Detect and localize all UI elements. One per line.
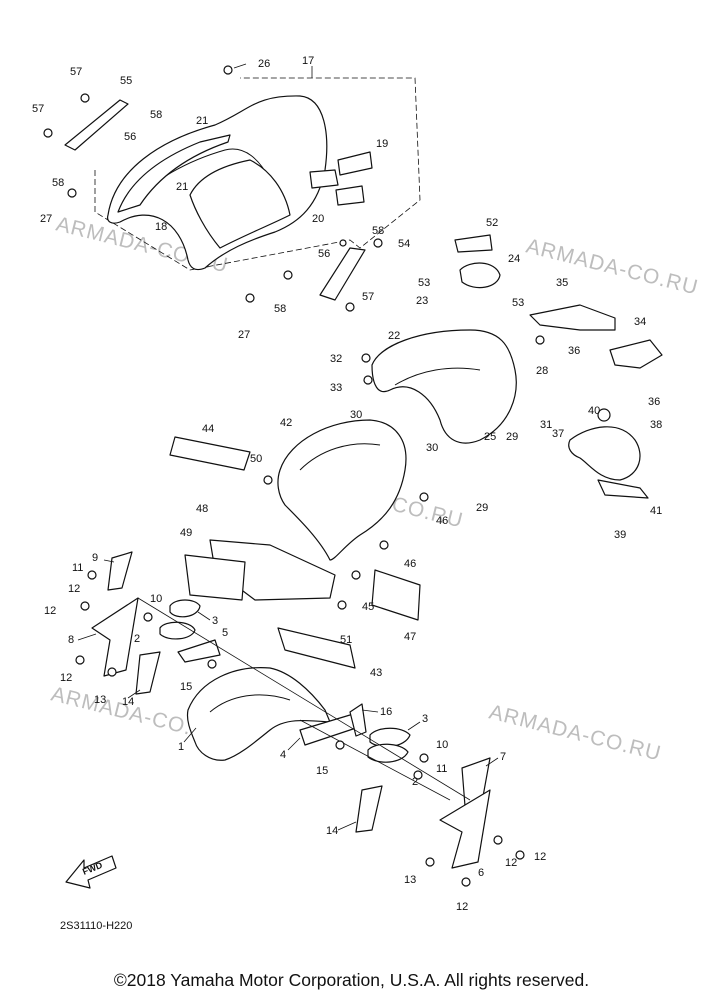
callout-label: 9 [92,552,98,564]
forward-arrow-icon: FWD [65,855,117,889]
callout-label: 45 [362,601,374,613]
callout-label: 20 [312,213,324,225]
callout-label: 40 [588,405,600,417]
callout-label: 34 [634,316,646,328]
callout-label: 41 [650,505,662,517]
callout-label: 27 [238,329,250,341]
callout-label: 12 [534,851,546,863]
callout-label: 22 [388,330,400,342]
callout-labels: 1 2 2 3 3 4 5 6 7 8 9 10 10 11 11 12 12 … [32,55,662,913]
callout-label: 47 [404,631,416,643]
callout-label: 24 [508,253,520,265]
callout-label: 56 [318,248,330,260]
copyright-notice: ©2018 Yamaha Motor Corporation, U.S.A. A… [113,970,590,990]
callout-label: 36 [568,345,580,357]
rear-fender-assembly [361,234,663,499]
callout-label: 43 [370,667,382,679]
callout-label: 58 [274,303,286,315]
callout-label: 32 [330,353,342,365]
callout-label: 57 [70,66,82,78]
callout-label: 39 [614,529,626,541]
watermark: ARMADA-CO.RU [487,701,664,766]
callout-label: 52 [486,217,498,229]
callout-label: 26 [258,58,270,70]
callout-label: 27 [40,213,52,225]
callout-label: 25 [484,431,496,443]
callout-label: 28 [536,365,548,377]
callout-label: 31 [540,419,552,431]
callout-label: 54 [398,238,410,250]
callout-label: 3 [212,615,218,627]
callout-label: 12 [44,605,56,617]
callout-label: 13 [404,874,416,886]
callout-label: 7 [500,751,506,763]
callout-label: 12 [60,672,72,684]
part-reference-code: 2S31110-H220 [60,920,132,932]
callout-label: 38 [650,419,662,431]
callout-label: 30 [350,409,362,421]
callout-label: 12 [505,857,517,869]
callout-label: 57 [362,291,374,303]
seat-assembly [43,65,421,312]
callout-label: 2 [412,776,418,788]
callout-label: 4 [280,749,286,761]
watermark: ARMADA-CO.RU [524,235,701,300]
callout-label: 23 [416,295,428,307]
callout-label: 46 [404,558,416,570]
callout-label: 2 [134,633,140,645]
callout-label: 19 [376,138,388,150]
callout-label: 14 [326,825,338,837]
callout-label: 58 [372,225,384,237]
callout-label: 42 [280,417,292,429]
callout-label: 56 [124,131,136,143]
callout-label: 8 [68,634,74,646]
callout-label: 35 [556,277,568,289]
callout-label: 15 [180,681,192,693]
callout-label: 15 [316,765,328,777]
callout-label: 33 [330,382,342,394]
callout-label: 44 [202,423,214,435]
callout-label: 55 [120,75,132,87]
inner-fender-assembly [169,419,429,669]
callout-label: 48 [196,503,208,515]
callout-label: 36 [648,396,660,408]
callout-label: 16 [380,706,392,718]
callout-label: 17 [302,55,314,67]
callout-label: 6 [478,867,484,879]
callout-label: 11 [72,562,83,574]
callout-label: 14 [122,696,134,708]
callout-label: 37 [552,428,564,440]
callout-label: 3 [422,713,428,725]
callout-label: 58 [52,177,64,189]
callout-label: 12 [456,901,468,913]
callout-label: 13 [94,694,106,706]
callout-label: 10 [436,739,448,751]
callout-label: 49 [180,527,192,539]
callout-label: 53 [418,277,430,289]
callout-label: 57 [32,103,44,115]
callout-label: 50 [250,453,262,465]
callout-label: 1 [178,741,184,753]
callout-label: 12 [68,583,80,595]
callout-label: 5 [222,627,228,639]
callout-label: 29 [476,502,488,514]
callout-label: 29 [506,431,518,443]
front-fender-assembly [75,551,525,887]
callout-label: 53 [512,297,524,309]
callout-label: 46 [436,515,448,527]
callout-label: 11 [436,763,447,775]
callout-label: 30 [426,442,438,454]
callout-label: 10 [150,593,162,605]
callout-label: 21 [176,181,188,193]
callout-label: 21 [196,115,208,127]
callout-label: 58 [150,109,162,121]
callout-label: 51 [340,634,352,646]
callout-label: 18 [155,221,167,233]
